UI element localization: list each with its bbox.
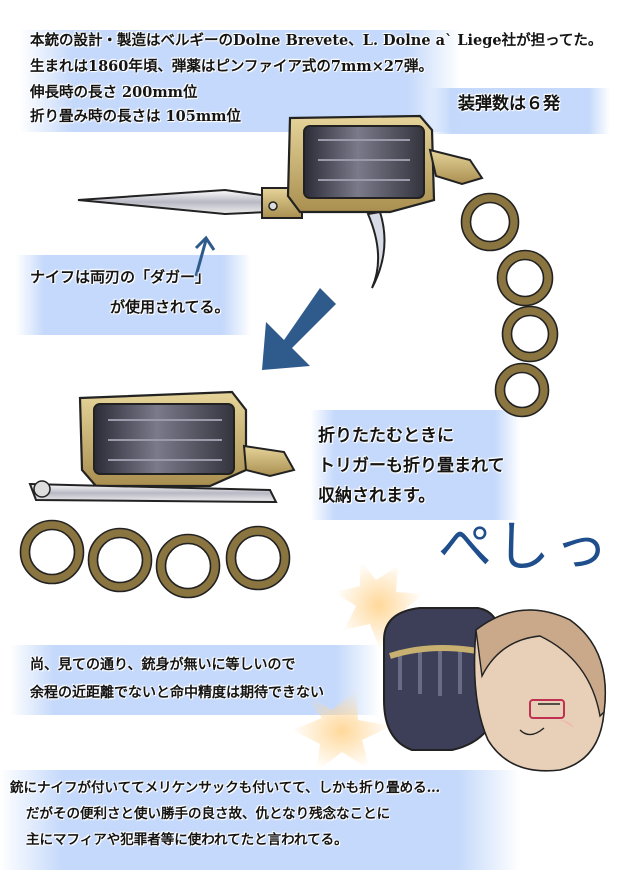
screw-icon bbox=[268, 201, 278, 211]
fold-note-line-1: 折りたたむときに bbox=[318, 426, 454, 446]
bottom-note-line-1: 銃にナイフが付いててメリケンサックも付いてて、しかも折り畳める… bbox=[10, 780, 441, 796]
glasses-icon bbox=[529, 699, 565, 719]
revolver-trigger bbox=[366, 210, 386, 289]
folded-blade bbox=[28, 482, 278, 504]
folded-knuckle-duster bbox=[20, 520, 290, 598]
bottom-note-panel bbox=[0, 770, 520, 870]
folded-hammer bbox=[242, 444, 296, 478]
bottom-note-line-3: 主にマフィアや犯罪者等に使われてたと言われてる。 bbox=[26, 832, 348, 848]
accuracy-note-line-2: 余程の近距離でないと命中精度は期待できない bbox=[30, 685, 324, 701]
capacity-panel bbox=[430, 88, 610, 134]
knife-note-line-2: が使用されてる。 bbox=[110, 298, 230, 316]
revolver-cylinder bbox=[303, 125, 425, 199]
revolver-hammer bbox=[428, 148, 484, 186]
intro-line-2: 生まれは1860年頃、弾薬はピンファイア式の7mm×27弾。 bbox=[30, 58, 434, 75]
intro-panel bbox=[20, 30, 460, 132]
dagger-blade bbox=[77, 188, 269, 216]
sound-effect-text: ぺしっ bbox=[438, 515, 612, 578]
accuracy-note-line-1: 尚、見ての通り、銃身が無いに等しいので bbox=[30, 657, 296, 673]
pointer-arrow-icon bbox=[194, 235, 216, 277]
girl-face-illustration bbox=[473, 609, 607, 772]
fold-note-line-2: トリガーも折り畳まれて bbox=[318, 456, 505, 476]
knuckle-duster bbox=[461, 193, 558, 417]
bottom-note-line-2: だがその便利さと使い勝手の良さ故、仇となり残念なことに bbox=[26, 806, 391, 822]
intro-line-3: 伸長時の長さ 200mm位 bbox=[30, 84, 198, 101]
screw-icon bbox=[33, 480, 51, 498]
capacity-label: 装弾数は６発 bbox=[458, 94, 560, 114]
revolver-folded bbox=[19, 390, 296, 599]
knife-note-line-1: ナイフは両刃の「ダガー」 bbox=[30, 268, 211, 286]
impact-burst-icon bbox=[292, 560, 424, 772]
revolver-extended bbox=[77, 114, 559, 418]
intro-line-4: 折り畳み時の長さは 105mm位 bbox=[30, 108, 241, 125]
intro-line-1: 本銃の設計・製造はベルギーのDolne Brevete、L. Dolne a` … bbox=[30, 32, 603, 49]
fold-note-line-3: 収納されます。 bbox=[318, 486, 436, 506]
fold-note-panel bbox=[310, 410, 520, 520]
knife-note-panel bbox=[16, 255, 251, 335]
fold-direction-arrow-icon bbox=[262, 288, 336, 370]
